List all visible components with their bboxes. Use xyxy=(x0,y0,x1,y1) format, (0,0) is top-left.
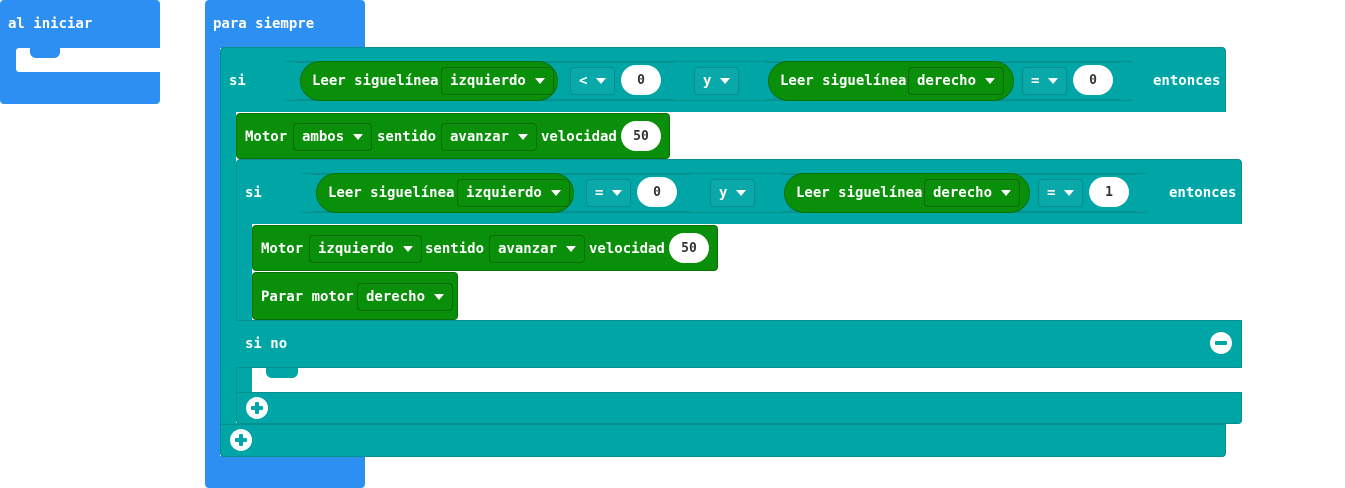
if-outer-bottom-bar xyxy=(220,424,1226,457)
else-slot-tab xyxy=(266,367,298,378)
logic-op-dropdown-outer[interactable]: y xyxy=(694,67,740,95)
side-dropdown-value: derecho xyxy=(917,73,977,89)
operator-dropdown-right[interactable]: = xyxy=(1022,67,1068,95)
operator-dropdown-left[interactable]: = xyxy=(586,179,632,207)
number-input-left[interactable]: 0 xyxy=(621,65,661,95)
on-start-slot-tab xyxy=(30,48,60,58)
operator-value: < xyxy=(579,73,588,89)
speed-label: velocidad xyxy=(589,241,665,257)
if-outer-label: si xyxy=(229,73,246,89)
side-dropdown-left[interactable]: izquierdo xyxy=(441,67,554,95)
forever-label: para siempre xyxy=(213,16,315,32)
else-bar xyxy=(236,320,1242,368)
side-dropdown-value: izquierdo xyxy=(466,185,542,201)
triangle-down-icon xyxy=(612,190,623,196)
triangle-down-icon xyxy=(566,246,577,252)
speed-input[interactable]: 50 xyxy=(669,233,709,263)
side-dropdown-value: izquierdo xyxy=(450,73,526,89)
triangle-down-icon xyxy=(596,78,607,84)
side-dropdown-value: derecho xyxy=(933,185,993,201)
triangle-down-icon xyxy=(720,78,731,84)
triangle-down-icon xyxy=(353,134,364,140)
triangle-down-icon xyxy=(402,246,413,252)
triangle-down-icon xyxy=(1048,78,1059,84)
else-label: si no xyxy=(245,336,288,352)
plus-circle-icon[interactable] xyxy=(230,429,252,451)
triangle-down-icon xyxy=(534,78,545,84)
motor-label: Motor xyxy=(261,241,304,257)
stop-motor-dropdown[interactable]: derecho xyxy=(357,283,454,311)
logic-op-value: y xyxy=(719,185,728,201)
operator-value: = xyxy=(1047,185,1056,201)
operator-dropdown-left[interactable]: < xyxy=(570,67,616,95)
triangle-down-icon xyxy=(434,294,445,300)
motor-which-value: izquierdo xyxy=(318,241,394,257)
read-line-sensor-label: Leer siguelínea xyxy=(312,73,439,89)
triangle-down-icon xyxy=(1001,190,1012,196)
plus-circle-icon[interactable] xyxy=(246,397,268,419)
triangle-down-icon xyxy=(518,134,529,140)
direction-label: sentido xyxy=(377,129,437,145)
side-dropdown-right[interactable]: derecho xyxy=(924,179,1021,207)
direction-dropdown[interactable]: avanzar xyxy=(489,235,586,263)
triangle-down-icon xyxy=(736,190,747,196)
side-dropdown-left[interactable]: izquierdo xyxy=(457,179,570,207)
direction-label: sentido xyxy=(425,241,485,257)
read-line-sensor-label: Leer siguelínea xyxy=(796,185,923,201)
if-inner-else-slot xyxy=(252,368,1243,392)
motor-which-dropdown[interactable]: izquierdo xyxy=(309,235,422,263)
triangle-down-icon xyxy=(1064,190,1075,196)
direction-value: avanzar xyxy=(450,129,510,145)
direction-dropdown[interactable]: avanzar xyxy=(441,123,538,151)
stop-motor-label: Parar motor xyxy=(261,289,354,305)
then-label: entonces xyxy=(1153,73,1221,89)
triangle-down-icon xyxy=(550,190,561,196)
triangle-down-icon xyxy=(985,78,996,84)
motor-which-dropdown[interactable]: ambos xyxy=(293,123,373,151)
operator-dropdown-right[interactable]: = xyxy=(1038,179,1084,207)
number-input-right[interactable]: 1 xyxy=(1089,177,1129,207)
direction-value: avanzar xyxy=(498,241,558,257)
number-input-right[interactable]: 0 xyxy=(1073,65,1113,95)
number-input-left[interactable]: 0 xyxy=(637,177,677,207)
on-start-label: al iniciar xyxy=(8,16,93,32)
side-dropdown-right[interactable]: derecho xyxy=(908,67,1005,95)
read-line-sensor-label: Leer siguelínea xyxy=(328,185,455,201)
logic-op-value: y xyxy=(703,73,712,89)
logic-op-dropdown-inner[interactable]: y xyxy=(710,179,756,207)
speed-label: velocidad xyxy=(541,129,617,145)
operator-value: = xyxy=(595,185,604,201)
minus-circle-icon[interactable] xyxy=(1210,332,1232,354)
motor-which-value: ambos xyxy=(302,129,345,145)
then-label: entonces xyxy=(1169,185,1237,201)
read-line-sensor-label: Leer siguelínea xyxy=(780,73,907,89)
stop-motor-value: derecho xyxy=(366,289,426,305)
speed-input[interactable]: 50 xyxy=(621,121,661,151)
operator-value: = xyxy=(1031,73,1040,89)
if-inner-bottom-bar xyxy=(236,392,1242,424)
motor-label: Motor xyxy=(245,129,288,145)
if-inner-label: si xyxy=(245,185,262,201)
